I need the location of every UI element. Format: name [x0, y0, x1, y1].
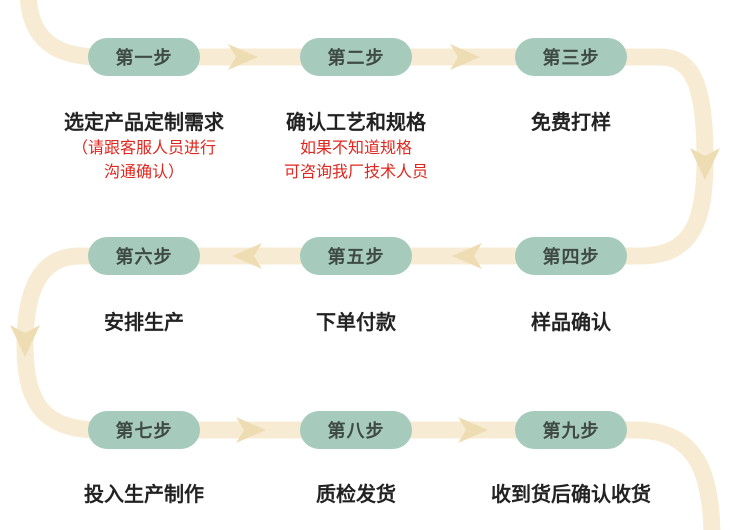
step-2-note-line-1: 如果不知道规格	[299, 138, 412, 157]
step-2-title: 确认工艺和规格	[286, 110, 426, 134]
step-4-badge: 第四步	[515, 237, 627, 275]
step-2-note-line-2: 可咨询我厂技术人员	[283, 162, 428, 181]
step-1-note-line-1: （请跟客服人员进行	[71, 138, 216, 157]
step-7-title: 投入生产制作	[84, 482, 204, 506]
arrow-left-icon	[232, 243, 262, 269]
step-5-badge: 第五步	[300, 237, 412, 275]
arrow-right-icon	[236, 417, 266, 443]
arrow-down-icon	[690, 148, 720, 180]
arrow-right-icon	[228, 44, 258, 70]
arrow-down-icon	[10, 325, 40, 357]
step-5-title: 下单付款	[316, 310, 396, 334]
step-1-badge: 第一步	[88, 38, 200, 76]
step-9-badge: 第九步	[515, 411, 627, 449]
step-7-badge: 第七步	[88, 411, 200, 449]
step-6-title: 安排生产	[104, 310, 184, 334]
step-2-badge: 第二步	[300, 38, 412, 76]
step-4-title: 样品确认	[531, 310, 611, 334]
step-8-badge: 第八步	[300, 411, 412, 449]
arrow-right-icon	[458, 417, 488, 443]
step-3-badge: 第三步	[515, 38, 627, 76]
step-6-badge: 第六步	[88, 237, 200, 275]
arrow-right-icon	[450, 44, 480, 70]
step-9-title: 收到货后确认收货	[491, 482, 651, 506]
step-8-title: 质检发货	[316, 482, 396, 506]
serpentine-path	[16, 0, 721, 530]
step-1-note-line-2: 沟通确认）	[103, 162, 184, 181]
step-1-title: 选定产品定制需求	[64, 110, 224, 134]
arrow-left-icon	[452, 243, 482, 269]
step-3-title: 免费打样	[531, 110, 611, 134]
